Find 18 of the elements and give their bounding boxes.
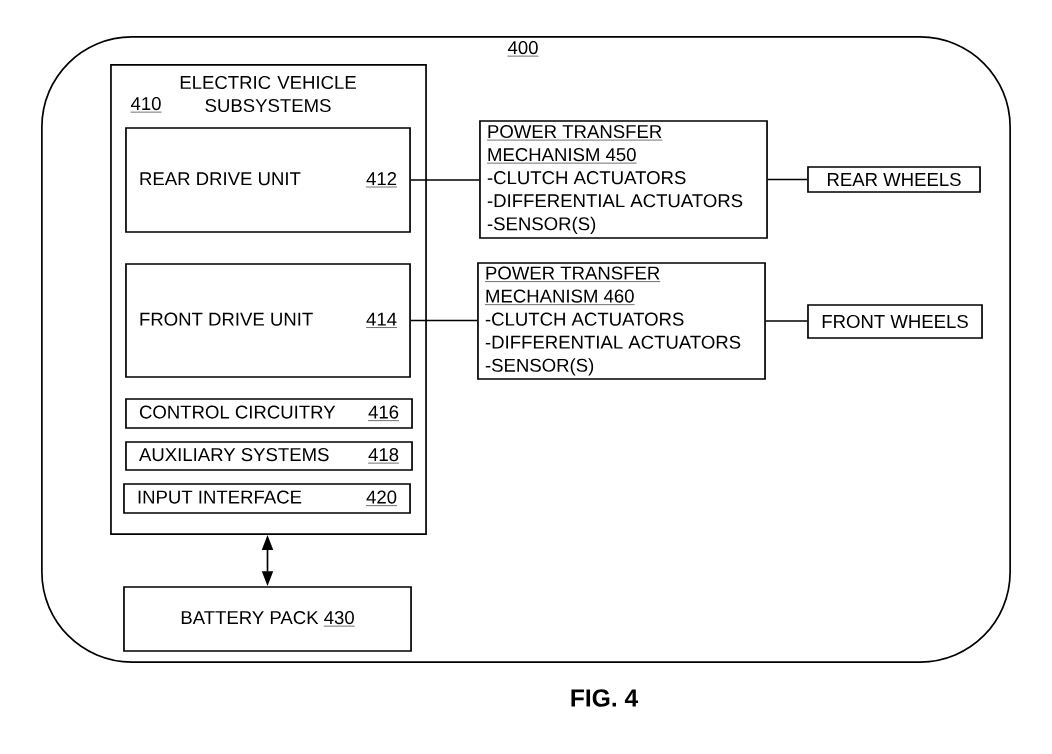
block-box: FRONT WHEELS: [807, 304, 983, 339]
reference-number: 400: [507, 41, 539, 57]
connector-line: [410, 319, 478, 322]
reference-number: 410: [130, 97, 162, 113]
connector-line: [767, 178, 808, 181]
figure-caption: FIG. 4: [571, 689, 639, 707]
block-box: CONTROL CIRCUITRY 416: [125, 398, 413, 429]
connector-line: [765, 320, 808, 322]
block-box: REAR DRIVE UNIT 412: [125, 127, 411, 233]
connector-line: [410, 179, 480, 181]
list-box: POWER TRANSFER MECHANISM 460 -CLUTCH ACTUATORS -DIFFERENTIAL ACTUATORS -SENSOR(S): [477, 262, 766, 380]
block-box: AUXILIARY SYSTEMS 418: [125, 441, 413, 471]
box-title: ELECTRIC VEHICLE SUBSYSTEMS: [180, 75, 356, 113]
list-box: POWER TRANSFER MECHANISM 450 -CLUTCH ACTUATORS -DIFFERENTIAL ACTUATORS -SENSOR(S): [479, 120, 768, 239]
block-box: INPUT INTERFACE 420: [123, 483, 411, 514]
block-box: REAR WHEELS: [807, 166, 981, 193]
block-box: FRONT DRIVE UNIT 414: [125, 263, 411, 378]
block-box: BATTERY PACK 430: [123, 586, 412, 652]
